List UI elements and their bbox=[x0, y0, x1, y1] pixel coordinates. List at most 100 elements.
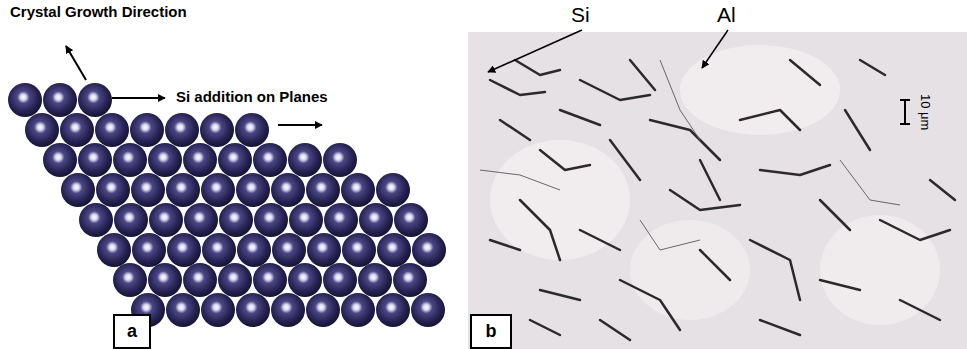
atom-sphere bbox=[183, 143, 217, 177]
atom-sphere bbox=[394, 203, 428, 237]
atom-sphere bbox=[218, 263, 252, 297]
scale-bar-cap bbox=[900, 99, 910, 101]
micrograph bbox=[468, 32, 967, 349]
phase-label: Al bbox=[717, 3, 736, 26]
si-flake bbox=[530, 320, 560, 335]
atom-sphere bbox=[201, 173, 235, 207]
atom-sphere bbox=[200, 113, 234, 147]
al-grain bbox=[820, 215, 940, 325]
si-flake bbox=[860, 60, 885, 75]
atom-sphere bbox=[113, 263, 147, 297]
atom-sphere bbox=[131, 173, 165, 207]
si-flake bbox=[560, 110, 600, 125]
panel-letter: a bbox=[127, 321, 137, 342]
atom-sphere bbox=[183, 263, 217, 297]
si-flake bbox=[820, 280, 860, 290]
si-flake bbox=[760, 165, 830, 175]
atom-sphere bbox=[132, 233, 166, 267]
scale-bar bbox=[900, 100, 910, 124]
panel-letter: b bbox=[486, 321, 497, 342]
atom-sphere bbox=[393, 263, 427, 297]
grain-boundary bbox=[480, 170, 560, 190]
atom-sphere bbox=[237, 233, 271, 267]
atom-sphere bbox=[235, 113, 269, 147]
atom-sphere bbox=[289, 203, 323, 237]
atom-sphere bbox=[130, 113, 164, 147]
si-flake bbox=[820, 200, 850, 230]
atom-sphere bbox=[358, 263, 392, 297]
atom-sphere bbox=[165, 113, 199, 147]
leader-arrow bbox=[488, 30, 582, 72]
si-flake bbox=[580, 80, 650, 100]
atom-lattice bbox=[8, 83, 446, 327]
si-flake bbox=[580, 230, 620, 250]
si-flake bbox=[630, 60, 655, 90]
scale-bar-cap bbox=[900, 123, 910, 125]
si-flake bbox=[845, 110, 870, 150]
atom-sphere bbox=[288, 263, 322, 297]
si-flake bbox=[610, 140, 640, 180]
si-flake bbox=[930, 180, 955, 200]
atom-sphere bbox=[43, 143, 77, 177]
atom-sphere bbox=[323, 263, 357, 297]
leader-arrow bbox=[702, 30, 728, 68]
atom-sphere bbox=[201, 293, 235, 327]
atom-sphere bbox=[236, 173, 270, 207]
atom-sphere bbox=[271, 173, 305, 207]
si-flakes bbox=[490, 60, 955, 340]
atom-sphere bbox=[218, 143, 252, 177]
grain-boundary bbox=[660, 60, 700, 140]
atom-sphere bbox=[359, 203, 393, 237]
atom-sphere bbox=[341, 293, 375, 327]
atom-sphere bbox=[60, 113, 94, 147]
si-flake bbox=[515, 60, 560, 75]
atom-sphere bbox=[114, 203, 148, 237]
atom-sphere bbox=[97, 233, 131, 267]
si-flake bbox=[670, 190, 740, 210]
panel-label-box: b bbox=[470, 314, 512, 349]
direction-label: Si addition on Planes bbox=[176, 89, 328, 106]
growth-arrow bbox=[66, 46, 86, 80]
atom-sphere bbox=[412, 233, 446, 267]
atom-sphere bbox=[219, 203, 253, 237]
scale-label: 10 μm bbox=[918, 94, 932, 130]
atom-sphere bbox=[148, 263, 182, 297]
al-grain bbox=[490, 140, 630, 260]
panel-label-box: a bbox=[113, 314, 151, 349]
atom-sphere bbox=[113, 143, 147, 177]
si-flake bbox=[620, 280, 680, 330]
atom-sphere bbox=[306, 173, 340, 207]
atom-sphere bbox=[272, 233, 306, 267]
si-flake bbox=[900, 300, 940, 320]
atom-sphere bbox=[202, 233, 236, 267]
si-flake bbox=[650, 120, 720, 160]
atom-sphere bbox=[323, 143, 357, 177]
si-flake bbox=[760, 320, 800, 335]
atom-sphere bbox=[167, 233, 201, 267]
atom-sphere bbox=[149, 203, 183, 237]
atom-sphere bbox=[254, 203, 288, 237]
atom-sphere bbox=[341, 173, 375, 207]
atom-sphere bbox=[78, 83, 112, 117]
atom-sphere bbox=[253, 143, 287, 177]
grain-boundaries bbox=[480, 60, 900, 250]
atom-sphere bbox=[271, 293, 305, 327]
grain-boundary bbox=[840, 160, 900, 205]
atom-sphere bbox=[342, 233, 376, 267]
si-flake bbox=[700, 250, 730, 280]
direction-label: Crystal Growth Direction bbox=[10, 4, 187, 21]
si-flake bbox=[520, 200, 560, 260]
si-flake bbox=[500, 120, 530, 140]
phase-label: Si bbox=[571, 3, 590, 26]
atom-sphere bbox=[324, 203, 358, 237]
si-flake bbox=[490, 240, 520, 250]
si-flake bbox=[740, 110, 800, 130]
atom-sphere bbox=[306, 293, 340, 327]
si-flake bbox=[750, 240, 800, 300]
atom-sphere bbox=[148, 143, 182, 177]
atom-sphere bbox=[8, 83, 42, 117]
grain-boundary bbox=[640, 220, 700, 250]
